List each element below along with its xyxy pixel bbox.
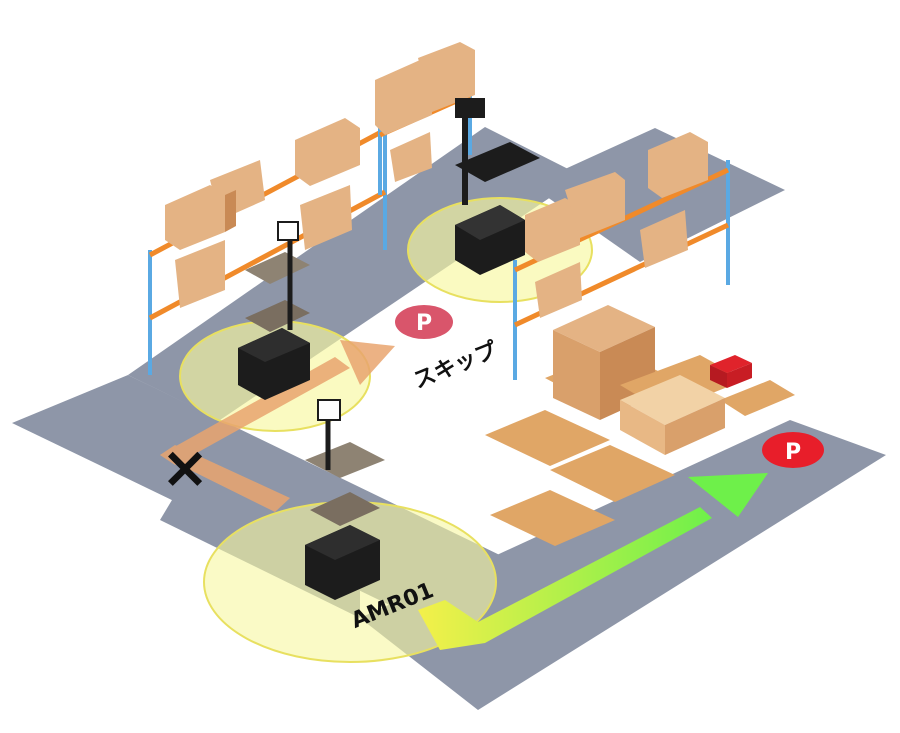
skipped-route-diag <box>160 357 350 465</box>
red-crate <box>710 355 752 388</box>
parking-symbol-back: P <box>416 311 432 336</box>
parking-symbol-front: P <box>785 440 801 465</box>
pallet-5 <box>720 380 795 416</box>
shelf-rack-left <box>148 118 387 375</box>
pallet-1 <box>485 410 610 466</box>
parking-spot-back: P <box>395 305 453 339</box>
active-route-arrow <box>418 473 768 650</box>
active-route-body <box>418 507 712 650</box>
robot-mid <box>238 221 310 400</box>
parking-spot-front: P <box>762 432 824 468</box>
skipped-route-body <box>160 445 290 512</box>
pallet-3 <box>490 490 615 546</box>
skipped-route-arrow <box>160 340 395 512</box>
wrapped-pallet <box>620 375 725 455</box>
robot-amr01 <box>305 399 385 600</box>
pallet-2 <box>550 445 675 502</box>
shelf-rack-right <box>513 132 730 380</box>
robot-back <box>455 98 540 275</box>
blocked-mark: × <box>161 433 210 501</box>
box-stack-pallet <box>545 305 660 420</box>
skip-label: スキップ <box>410 338 502 395</box>
active-route-head <box>688 473 768 517</box>
skipped-route-head <box>340 340 395 385</box>
